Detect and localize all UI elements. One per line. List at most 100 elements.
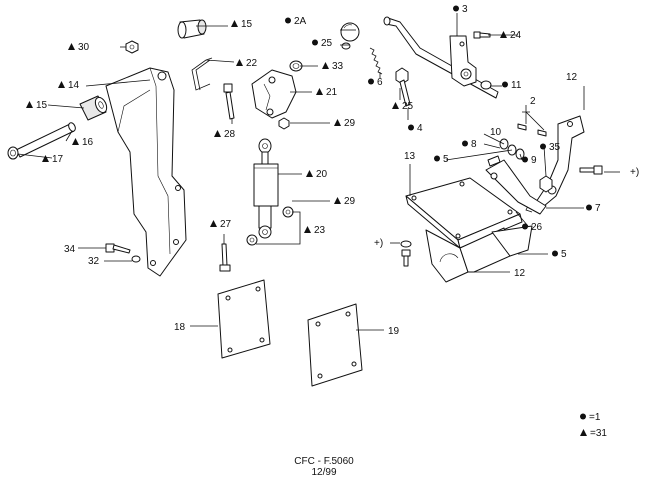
triangle-marker-icon [236,59,243,66]
callout-label: 8 [471,139,477,150]
callout-label: 25 [402,101,414,112]
part-35-nut [539,175,553,193]
dot-marker-icon [453,5,459,12]
callout-17: 17 [42,154,64,165]
callout-label: 15 [241,19,253,30]
callout-25b: 25 [392,101,414,112]
callout-15b: 15 [26,100,48,111]
callout-12b: 12 [514,268,526,279]
callout-label: +) [374,238,383,249]
legend-item: =1 [580,412,601,423]
callout-11: 11 [502,80,522,91]
part-2-pins [517,123,547,137]
part-23-bushings [246,206,294,246]
callout-label: 28 [224,129,236,140]
callout-label: 6 [377,77,383,88]
callout-22: 22 [236,58,258,69]
callout-label: 11 [511,80,522,91]
legend: =1=31 [580,412,607,439]
callout-20: 20 [306,169,328,180]
callout-plus1: +) [630,167,639,178]
callout-label: 34 [64,244,76,255]
callout-13: 13 [404,151,416,162]
dot-marker-icon [285,17,291,24]
callout-2a: 2A [285,16,307,27]
callout-2: 2 [530,96,536,107]
triangle-marker-icon [304,226,311,233]
callout-10: 10 [490,127,502,138]
legend-label: =1 [589,412,601,423]
dot-marker-icon [502,81,508,88]
part-29-nut [278,117,290,130]
drawing-date: 12/99 [311,467,337,478]
triangle-marker-icon [68,43,75,50]
callout-label: 12 [514,268,526,279]
part-24-screw [473,31,491,39]
callout-35: 35 [540,142,561,153]
triangle-marker-icon [500,31,507,38]
callout-label: 2A [294,16,307,27]
callout-label: 12 [566,72,578,83]
part-25-washer [341,42,351,50]
callout-label: +) [630,167,639,178]
callout-7: 7 [586,203,601,214]
callout-28: 28 [214,129,236,140]
triangle-marker-icon [334,119,341,126]
callout-label: 9 [531,155,537,166]
callout-9: 9 [522,155,537,166]
part-4-bolt [395,67,411,107]
triangle-marker-icon [322,62,329,69]
triangle-marker-icon [316,88,323,95]
part-30-nut [125,40,139,54]
callout-29b: 29 [334,196,356,207]
dot-marker-icon [462,140,468,147]
dot-marker-icon [368,78,374,85]
callout-32: 32 [88,256,100,267]
part-5-pin [487,155,501,167]
legend-item: =31 [580,428,607,439]
callout-label: 19 [388,326,400,337]
part-28-bolt [223,83,235,120]
part-3-bracket [449,35,477,87]
part-15-top-bushing [177,19,207,39]
callout-34: 34 [64,244,76,255]
triangle-marker-icon [72,138,79,145]
callout-16: 16 [72,137,94,148]
callout-label: 18 [174,322,186,333]
callout-label: 29 [344,196,356,207]
dot-marker-icon [522,156,528,163]
leader-lines [17,13,620,331]
callout-label: 24 [510,30,522,41]
part-19-plate [307,303,363,387]
callout-27: 27 [210,219,232,230]
triangle-marker-icon [334,197,341,204]
callout-label: 3 [462,4,468,15]
triangle-marker-icon [392,102,399,109]
callout-label: 2 [530,96,536,107]
part-18-plate [217,279,271,359]
callout-label: 4 [417,123,423,134]
drawing-code: CFC - F.5060 [294,456,354,467]
part-22-ubolt [191,57,213,91]
callout-label: 23 [314,225,326,236]
dot-marker-icon [540,143,546,150]
callout-label: 35 [549,142,561,153]
callout-label: 29 [344,118,356,129]
dot-marker-icon [552,250,558,257]
triangle-marker-icon [580,429,587,436]
callout-5a: 5 [434,154,449,165]
callout-29a: 29 [334,118,356,129]
part-screw-right [579,165,603,175]
part-15-bushing [79,95,108,121]
callout-21: 21 [316,87,338,98]
part-14-bracket [105,67,187,277]
callout-label: 5 [561,249,567,260]
footer: CFC - F.5060 12/99 [0,456,648,478]
part-7-spring [485,159,547,215]
dot-marker-icon [522,223,528,230]
callout-label: 32 [88,256,100,267]
callout-label: 22 [246,58,258,69]
part-screw-left [400,240,412,267]
